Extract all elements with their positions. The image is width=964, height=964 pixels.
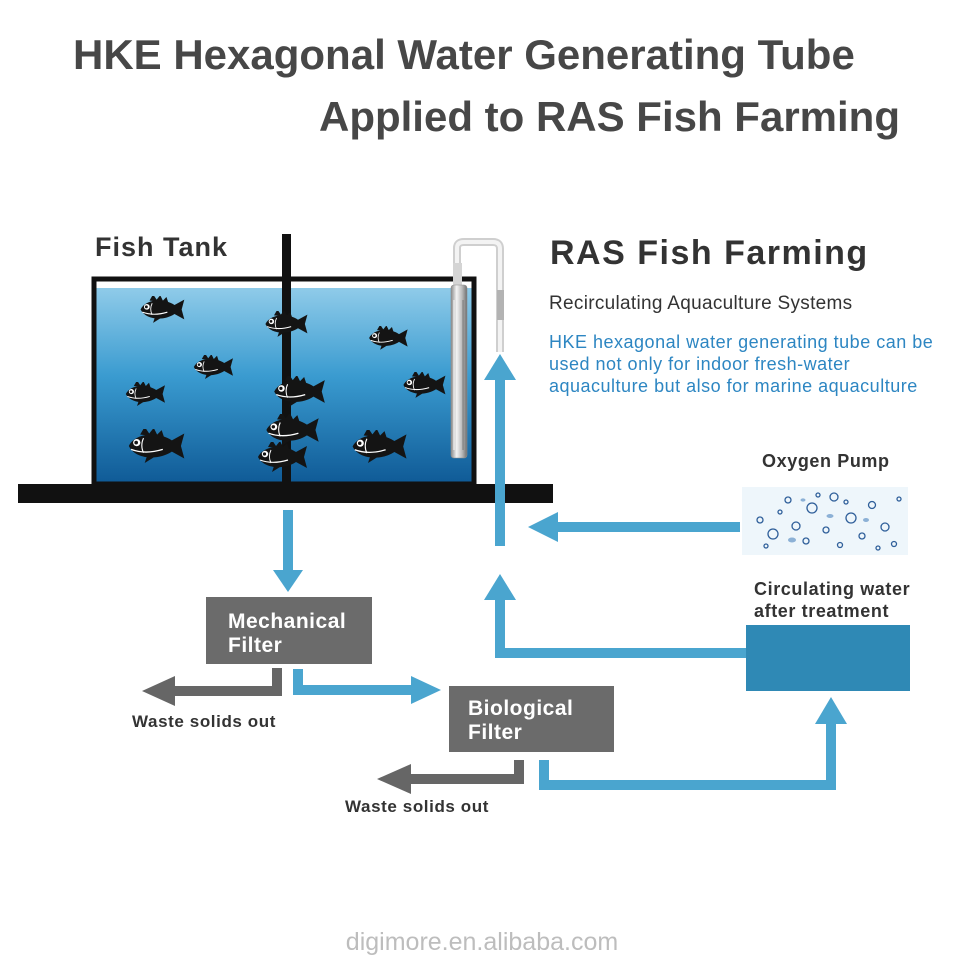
oxygen-bubbles-image [742,487,908,555]
fish-tank-label: Fish Tank [95,232,229,262]
waste-solids-label-1: Waste solids out [132,712,277,731]
biological-filter-box: Biological Filter [449,686,614,752]
hke-tube [450,238,504,459]
ras-description: HKE hexagonal water generating tube can … [549,332,934,396]
waste-solids-label-2: Waste solids out [345,797,490,816]
tank-divider-post [282,234,291,486]
title-line-1: HKE Hexagonal Water Generating Tube [73,31,855,78]
title-line-2: Applied to RAS Fish Farming [318,93,900,140]
flow-arrows [273,354,847,790]
mechanical-filter-label: Mechanical Filter [228,610,347,657]
ras-subheading: Recirculating Aquaculture Systems [549,293,853,314]
tank-platform [18,484,553,503]
fish-tank [18,234,553,503]
treated-water-box [746,625,910,691]
oxygen-pump-label: Oxygen Pump [762,451,890,471]
watermark: digimore.en.alibaba.com [345,928,619,956]
treated-water-label: Circulating water after treatment [754,579,911,621]
waste-arrows [142,668,524,794]
mechanical-filter-box: Mechanical Filter [206,597,372,664]
ras-heading: RAS Fish Farming [550,234,869,272]
biological-filter-label: Biological Filter [468,697,574,744]
